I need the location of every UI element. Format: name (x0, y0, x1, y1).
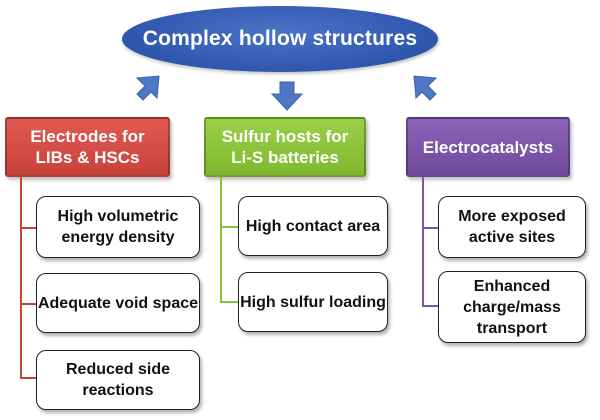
arrow-right-icon (406, 72, 440, 106)
connector-sulfur-trunk (220, 177, 222, 303)
leaf-sulfur-1: High contact area (238, 196, 388, 256)
connector-electrodes-1 (20, 227, 36, 229)
connector-electrodes-3 (20, 377, 36, 379)
leaf-catalyst-1: More exposed active sites (438, 196, 586, 258)
leaf-electrodes-3: Reduced side reactions (36, 350, 200, 410)
connector-catalyst-trunk (422, 177, 424, 307)
category-sulfur-hosts: Sulfur hosts for Li-S batteries (204, 117, 366, 177)
leaf-electrodes-2: Adequate void space (36, 273, 200, 333)
category-electrodes: Electrodes for LIBs & HSCs (5, 117, 170, 177)
connector-electrodes-2 (20, 303, 36, 305)
category-electrocatalysts: Electrocatalysts (406, 117, 570, 177)
leaf-electrodes-1: High volumetric energy density (36, 196, 200, 258)
leaf-sulfur-2: High sulfur loading (238, 272, 388, 332)
arrow-left-icon (133, 72, 167, 106)
connector-catalyst-2 (422, 305, 438, 307)
connector-catalyst-1 (422, 227, 438, 229)
arrow-down-icon (270, 80, 304, 114)
leaf-catalyst-2: Enhanced charge/mass transport (438, 271, 586, 343)
root-node: Complex hollow structures (122, 6, 438, 72)
connector-electrodes-trunk (20, 177, 22, 378)
connector-sulfur-2 (220, 301, 238, 303)
connector-sulfur-1 (220, 226, 238, 228)
